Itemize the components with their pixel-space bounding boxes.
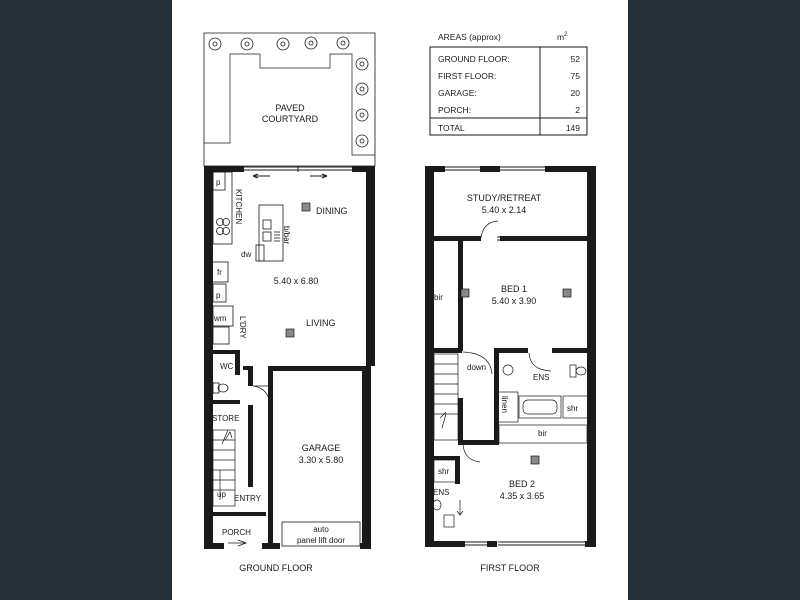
ground-floor-plan: PAVED COURTYARD — [203, 32, 376, 573]
left-background-panel — [0, 0, 172, 600]
ceiling-light-icon — [285, 328, 295, 338]
staircase — [433, 351, 493, 441]
garden-bed-line — [204, 53, 375, 156]
door-swing — [480, 220, 499, 239]
areas-table: AREAS (approx) m2 GROUND FLOOR: 52 FIRST… — [429, 32, 588, 136]
porch-label: PORCH — [222, 528, 251, 537]
window — [445, 166, 585, 546]
areas-table-heading: AREAS (approx) — [438, 32, 501, 42]
areas-unit: m2 — [557, 32, 568, 42]
ground-floor-title: GROUND FLOOR — [239, 563, 313, 573]
ensuite-label: ENS — [533, 373, 549, 382]
ensuite-label: ENS — [433, 488, 449, 497]
area-row-value: 75 — [571, 71, 581, 81]
breakfast-bar-label: b/bar — [282, 226, 291, 245]
door-swing — [252, 385, 271, 405]
study-dims: 5.40 x 2.14 — [482, 205, 527, 215]
kitchen-counter — [210, 171, 234, 345]
ground-floor-walls — [204, 166, 375, 549]
stairs-down-label: down — [467, 363, 486, 372]
bed2-label: BED 2 — [509, 479, 535, 489]
first-floor-title: FIRST FLOOR — [480, 563, 540, 573]
bed1-label: BED 1 — [501, 284, 527, 294]
courtyard-label: PAVED — [275, 103, 305, 113]
entry-arrow-icon — [228, 539, 248, 547]
pantry-label: p — [216, 291, 221, 300]
first-floor-walls — [425, 166, 596, 547]
staircase — [212, 429, 236, 507]
area-row-label: GROUND FLOOR: — [438, 54, 510, 64]
stairs-up-label: up — [217, 490, 226, 499]
linen-label: linen — [500, 396, 509, 413]
garage-door — [281, 521, 361, 547]
ceiling-light-icon — [562, 288, 572, 298]
ensuite-fixtures — [432, 459, 464, 528]
living-dims: 5.40 x 6.80 — [274, 276, 319, 286]
area-row-value: 52 — [571, 54, 581, 64]
garage-dims: 3.30 x 5.80 — [299, 455, 344, 465]
washing-machine-label: wm — [213, 314, 227, 323]
sliding-door — [244, 166, 352, 179]
island-bench — [255, 204, 284, 262]
bir-label: bir — [434, 293, 443, 302]
store-label: STORE — [212, 414, 239, 423]
wc-label: WC — [220, 362, 234, 371]
courtyard-label: COURTYARD — [262, 114, 319, 124]
entry-label: ENTRY — [234, 494, 262, 503]
garage-door-label: panel lift door — [297, 536, 345, 545]
right-background-panel — [628, 0, 800, 600]
shower-label: shr — [567, 404, 578, 413]
shower-label: shr — [438, 467, 449, 476]
ceiling-light-icon — [301, 202, 311, 212]
pantry-label: p — [216, 178, 221, 187]
ceiling-light-icon — [460, 288, 470, 298]
area-row-label: FIRST FLOOR: — [438, 71, 496, 81]
bed1-dims: 5.40 x 3.90 — [492, 296, 537, 306]
study-label: STUDY/RETREAT — [467, 193, 542, 203]
living-label: LIVING — [306, 318, 336, 328]
bir-label: bir — [538, 429, 547, 438]
door-swing — [462, 443, 481, 463]
fridge-label: fr — [217, 268, 222, 277]
area-row-label: PORCH: — [438, 105, 471, 115]
area-total-value: 149 — [566, 123, 580, 133]
dishwasher-label: dw — [241, 250, 251, 259]
area-row-label: GARAGE: — [438, 88, 477, 98]
toilet-icon — [212, 382, 229, 394]
bed2-dims: 4.35 x 3.65 — [500, 491, 545, 501]
dining-label: DINING — [316, 206, 348, 216]
area-row-value: 20 — [571, 88, 581, 98]
ceiling-light-icon — [530, 455, 540, 465]
ensuite-fixtures — [497, 352, 590, 423]
shrub-icons — [208, 36, 369, 148]
laundry-label: L'DRY — [238, 316, 247, 339]
garage-door-label: auto — [313, 525, 329, 534]
first-floor-plan: STUDY/RETREAT 5.40 x 2.14 bir BED 1 5.40… — [425, 166, 596, 573]
built-in-robe — [498, 424, 588, 444]
kitchen-label: KITCHEN — [234, 189, 243, 224]
area-row-value: 2 — [575, 105, 580, 115]
garage-label: GARAGE — [302, 443, 341, 453]
area-total-label: TOTAL — [438, 123, 465, 133]
